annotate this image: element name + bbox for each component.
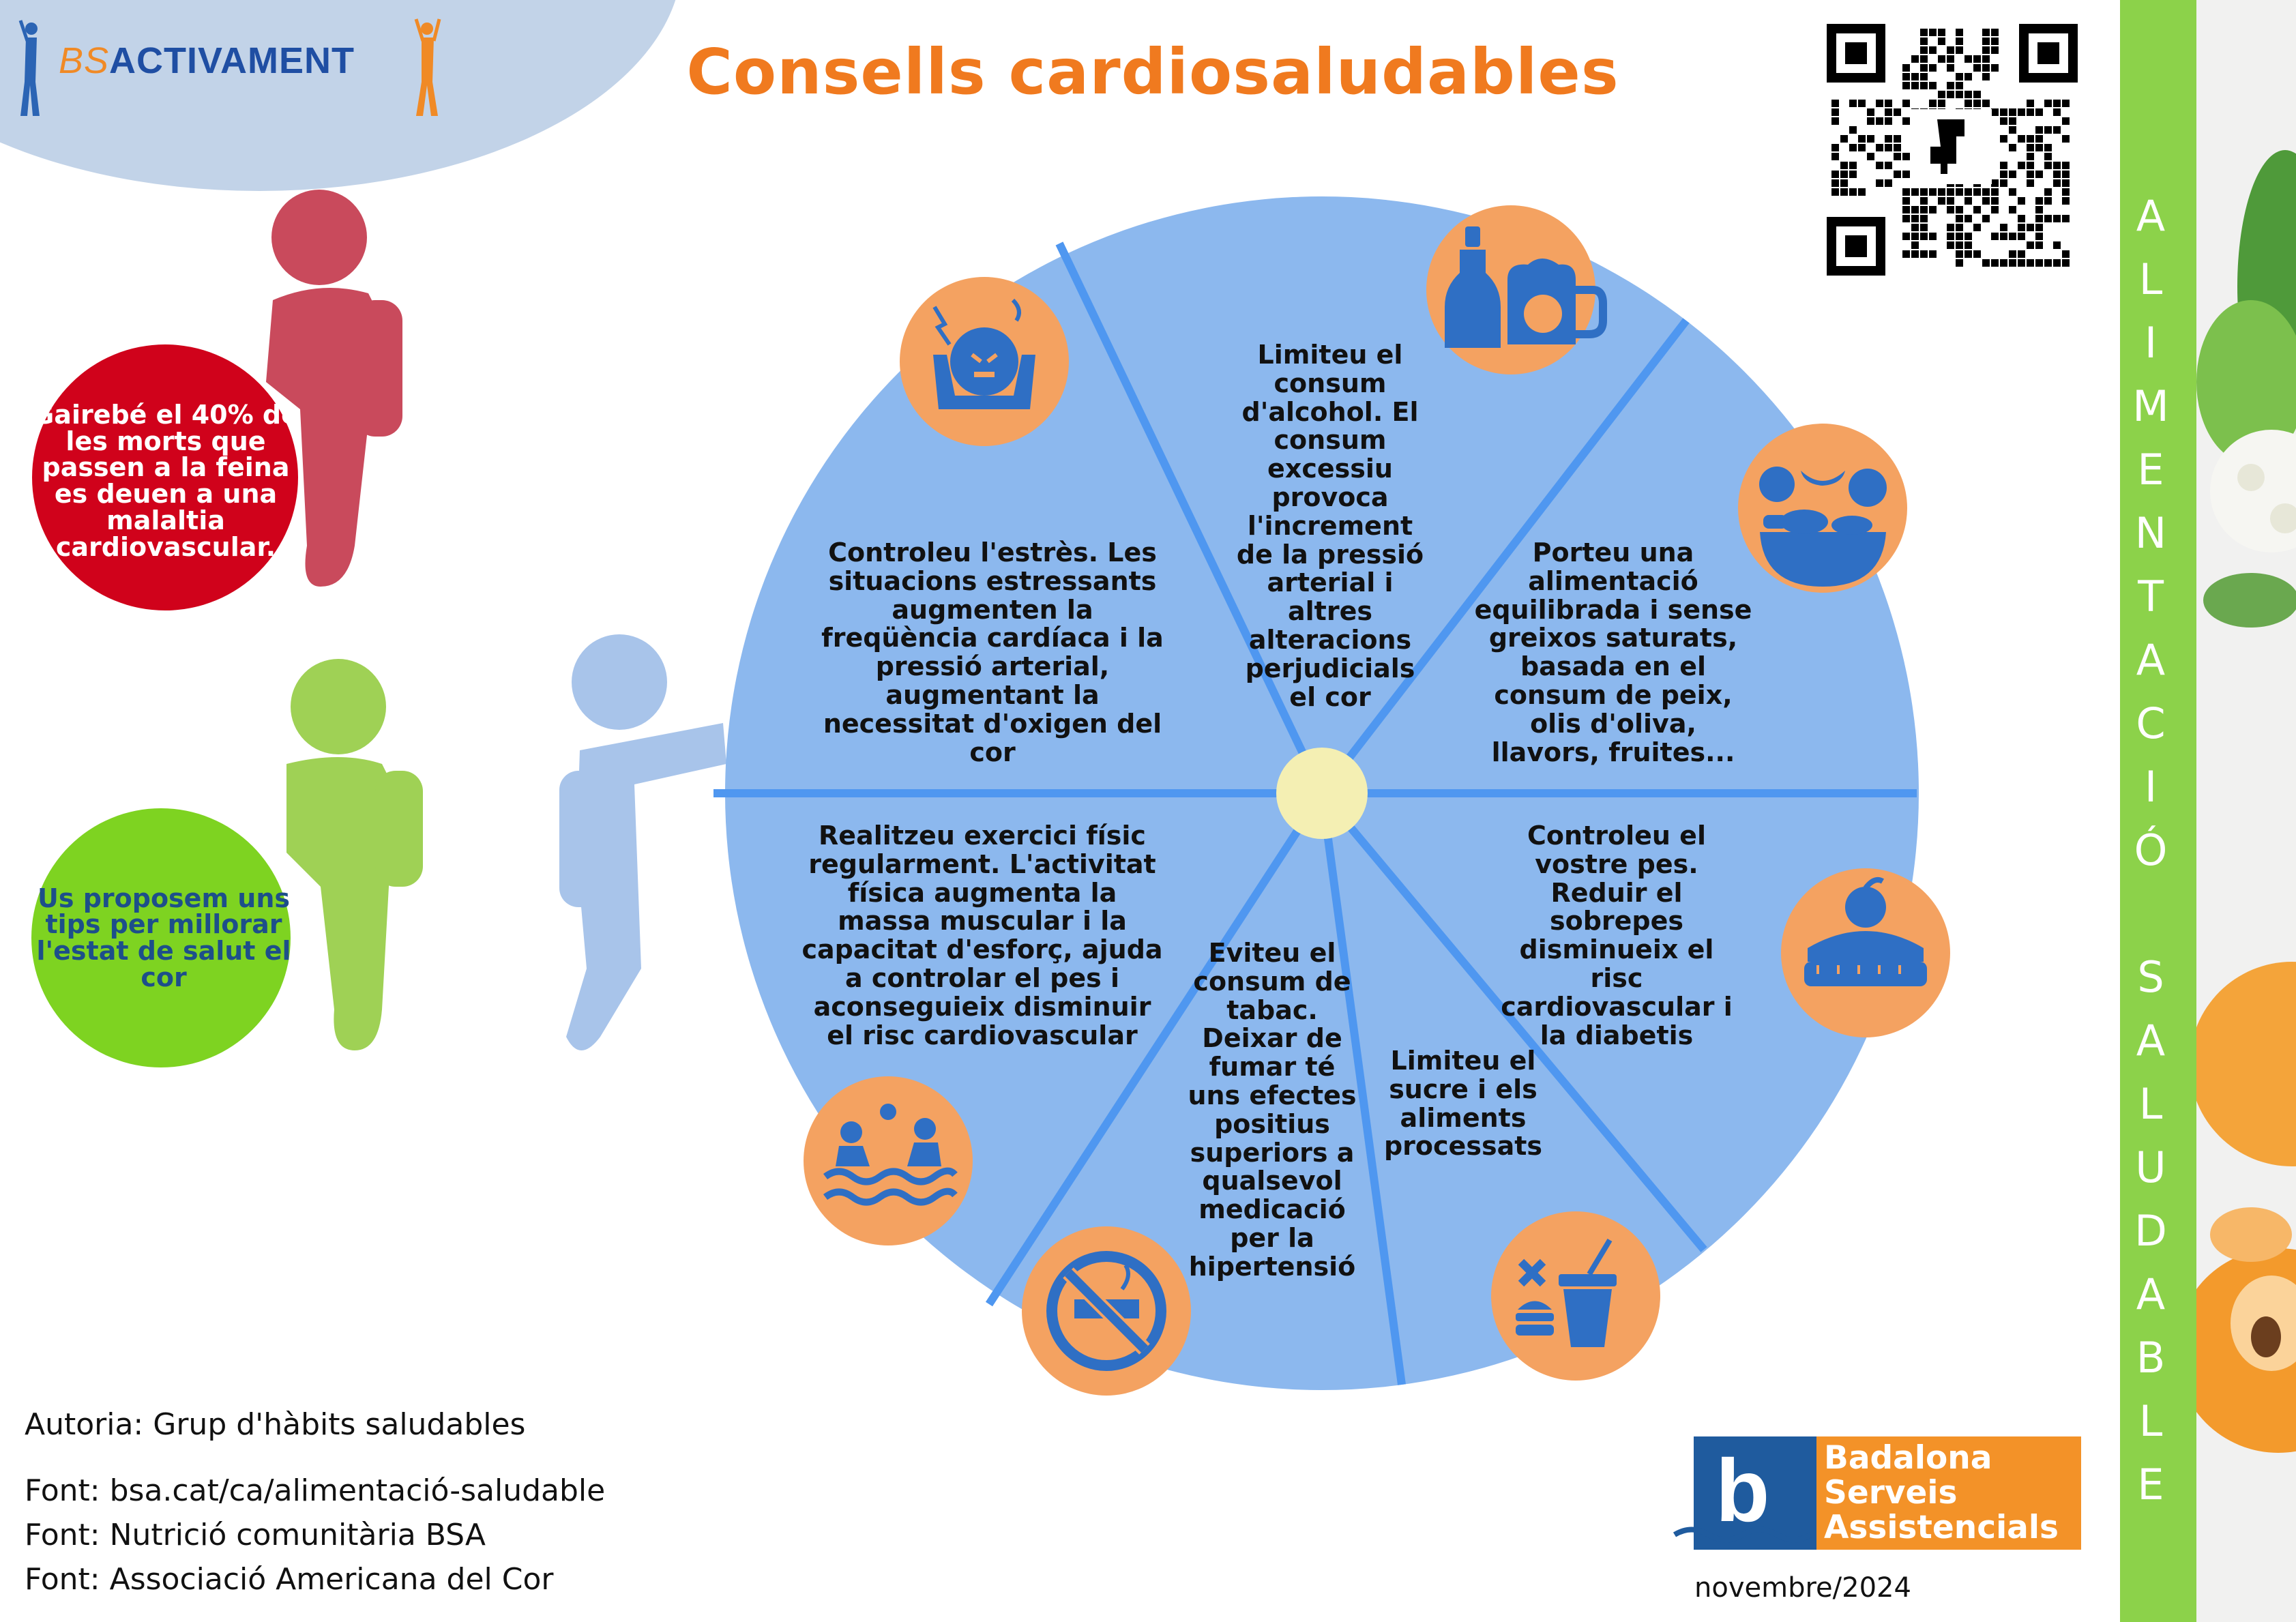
vertical-letter: A [2136,1016,2166,1065]
tip-alcohol-text: Limiteu el consum d'alcohol. El consum e… [1236,340,1424,712]
bsa-logo [1673,1436,2081,1550]
vertical-letter: I [2144,762,2158,812]
green-person-figure [286,659,423,1050]
green-circle-text: Us proposem uns tips per millorar l'esta… [36,883,291,992]
logo-name: ACTIVAMENT [109,40,355,81]
tip-diet-text: Porteu una alimentació equilibrada i sen… [1474,537,1752,767]
vertical-letter: S [2137,952,2164,1002]
credits-author: Autoria: Grup d'hàbits saludables [25,1407,526,1442]
vertical-letter: E [2137,445,2164,495]
logo-prefix: BS [59,40,110,81]
vertical-letter: T [2138,572,2164,621]
vertical-letter: A [2136,1269,2166,1319]
vertical-letter: D [2134,1206,2167,1256]
weighing-scale-icon [1781,868,1950,1037]
green-circle [31,808,291,1067]
healthy-food-bowl-icon [1738,424,1907,593]
vertical-letter: U [2135,1142,2166,1192]
publication-date: novembre/2024 [1694,1572,1911,1604]
org-line-2: Serveis [1824,1474,1958,1512]
vertical-letter: N [2134,508,2167,558]
page-title: Consells cardiosaludables [686,35,1619,108]
tip-sugar-text: Limiteu el sucre i els aliments processa… [1383,1046,1542,1162]
credits-source-2: Font: Nutrició comunitària BSA [25,1518,486,1552]
vertical-letter: A [2136,635,2166,685]
red-person-figure [266,190,402,587]
activament-logo: BSACTIVAMENT [59,40,355,82]
vertical-letter: M [2132,381,2169,431]
credits-source-1: Font: bsa.cat/ca/alimentació-saludable [25,1473,606,1508]
tip-stress-text: Controleu l'estrès. Les situacions estre… [821,537,1164,767]
org-line-1: Badalona [1824,1439,1992,1477]
vertical-letter: A [2136,191,2166,241]
red-circle [32,344,298,610]
fast-food-icon [1491,1211,1660,1381]
credits-source-3: Font: Associació Americana del Cor [25,1562,554,1597]
activament-logo-figures [18,18,441,116]
bsa-org-name: Badalona Serveis Assistencials [1824,1441,2059,1545]
tips-wheel [713,196,1919,1390]
vertical-letter: L [2138,254,2163,304]
tip-weight-text: Controleu el vostre pes. Reduir el sobre… [1501,821,1733,1050]
vertical-letter: E [2137,1460,2164,1509]
no-smoking-icon [1022,1226,1191,1396]
vertical-letter: C [2136,698,2166,748]
vertical-letter: I [2144,318,2158,368]
tip-exercise-text: Realitzeu exercici físic regularment. L'… [801,821,1163,1050]
tip-tobacco-text: Eviteu el consum de tabac. Deixar de fum… [1188,938,1357,1282]
water-polo-icon [804,1076,973,1245]
alcohol-icon [1426,205,1607,374]
bsa-logo-letter: b [1716,1441,1770,1540]
qr-code [1825,24,2078,278]
org-line-3: Assistencials [1824,1509,2059,1546]
vertical-letter: Ó [2134,825,2168,875]
vertical-letter: B [2136,1333,2166,1383]
sidebar-green-bar [2120,0,2196,1622]
header-blob [0,0,676,191]
blue-person-figure [559,634,726,1050]
vertical-letter: L [2138,1079,2163,1129]
stress-icon [900,277,1069,446]
vertical-letter: L [2138,1396,2163,1446]
red-circle-text: Gairebé el 40% de les morts que passen a… [33,399,299,562]
fruit-photo [2176,0,2296,1622]
